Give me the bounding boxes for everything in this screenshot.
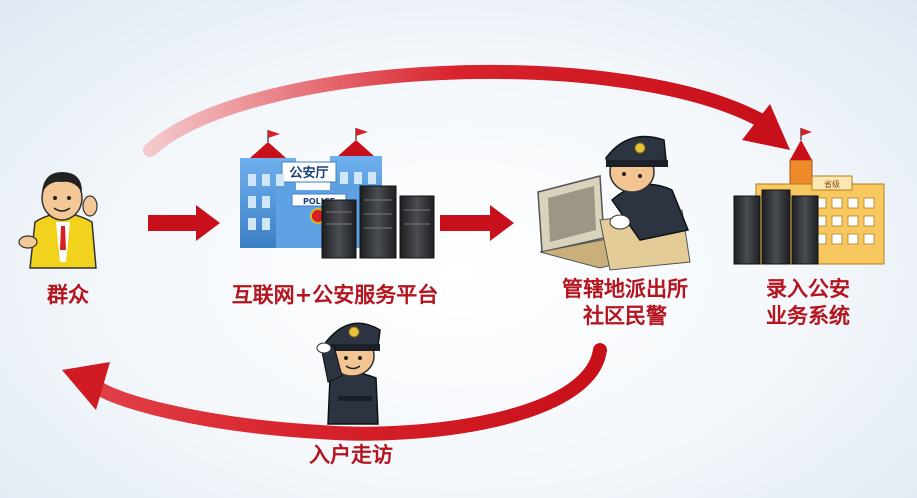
police-station-label-line2: 社区民警 [583, 304, 667, 328]
arrow-platform-to-station [440, 205, 514, 241]
system-server-rack-icon [733, 189, 819, 265]
police-station-label-line1: 管辖地派出所 [562, 277, 688, 301]
bottom-arc-arrow [62, 343, 607, 441]
building-sign-text: 公安厅 [289, 165, 328, 181]
home-visit-label: 入户走访 [309, 443, 393, 467]
system-label-line1: 录入公安 [766, 277, 850, 301]
system-label-line2: 业务系统 [766, 304, 850, 328]
system-label: 录入公安 业务系统 [748, 276, 868, 330]
citizen-label: 群众 [47, 283, 89, 307]
server-rack-icon [321, 185, 435, 259]
police-station-label: 管辖地派出所 社区民警 [540, 276, 710, 330]
platform-label: 互联网+公安服务平台 [231, 283, 439, 307]
arrow-citizen-to-platform [148, 205, 220, 241]
top-arc-arrow [143, 65, 790, 157]
provincial-sign-text: 省级 [824, 179, 840, 189]
building-plate-text: POLICE [303, 197, 335, 206]
citizen-figure [18, 172, 98, 269]
saluting-officer-figure [316, 322, 381, 425]
officer-at-computer-figure [537, 135, 691, 271]
